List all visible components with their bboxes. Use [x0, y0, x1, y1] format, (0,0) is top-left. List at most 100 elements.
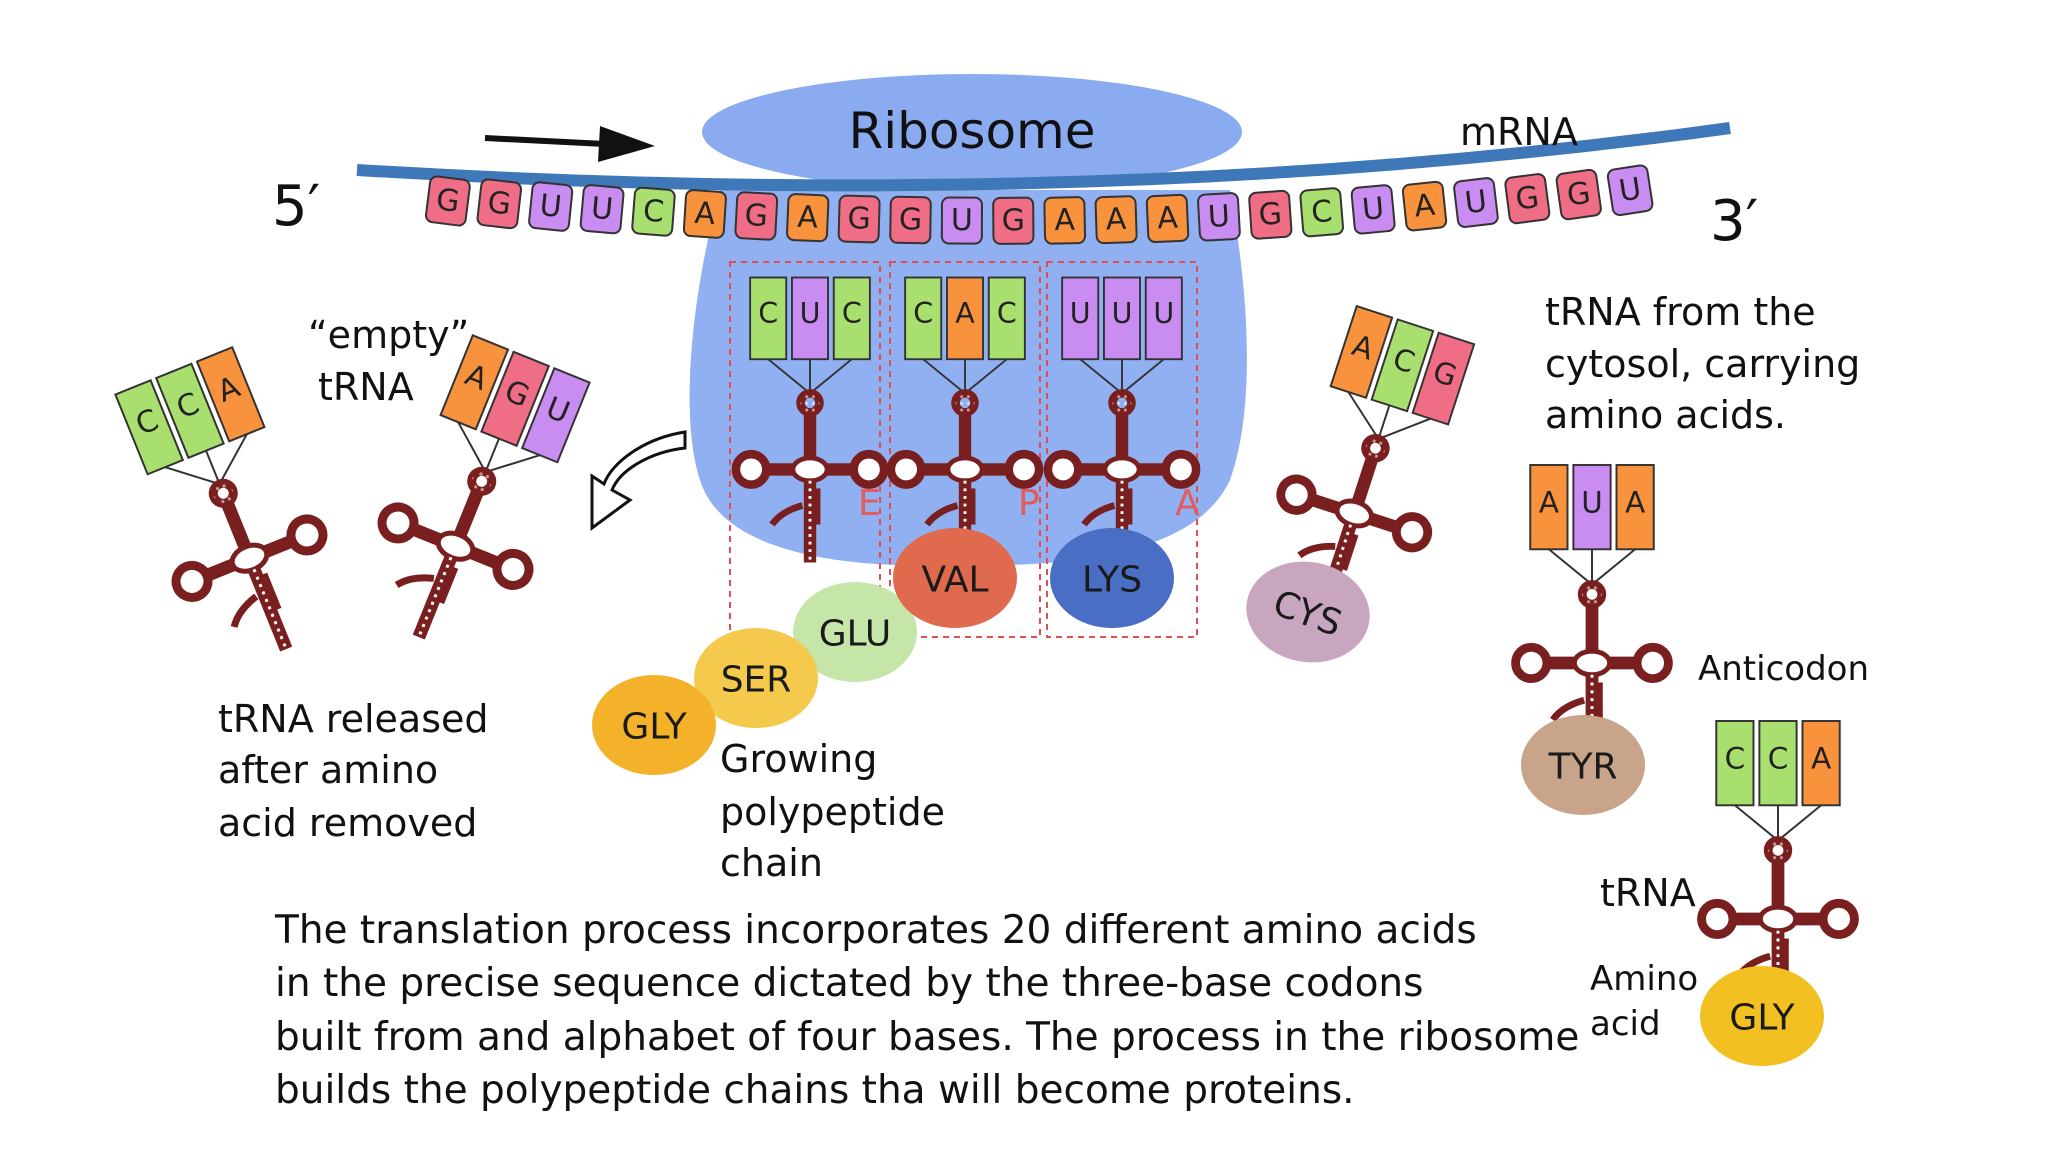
- amino-acid-ser: SER: [694, 628, 818, 728]
- mrna-base-letter: G: [744, 198, 769, 234]
- anticodon-base: [1329, 304, 1394, 400]
- cytosol-line-2: cytosol, carrying: [1545, 342, 1860, 386]
- mrna-base-letter: U: [538, 188, 563, 225]
- five-prime-label: 5′: [272, 174, 320, 239]
- caption: The translation process incorporates 20 …: [274, 908, 1579, 1113]
- mrna-base: G: [734, 191, 779, 241]
- amino-acid-label-2: acid: [1590, 1004, 1661, 1044]
- amino-acid-lys: LYS: [1050, 528, 1174, 628]
- release-arrow-icon: [590, 430, 687, 531]
- anticodon-base: [749, 276, 788, 361]
- amino-acid-tyr: TYR: [1521, 715, 1645, 815]
- ribosome-label: Ribosome: [848, 102, 1095, 160]
- mrna-base: A: [1401, 180, 1448, 232]
- mrna-base-letter: G: [1565, 176, 1593, 214]
- mrna-base: G: [837, 194, 881, 244]
- empty-trna-line-1: “empty”: [308, 313, 469, 357]
- mrna-base-letter: C: [642, 193, 666, 230]
- amino-acid-label: LYS: [1082, 560, 1142, 601]
- direction-arrow-icon: [484, 126, 655, 162]
- anticodon-letter: C: [842, 297, 862, 330]
- mrna-base-letter: A: [1105, 202, 1127, 238]
- mrna-base: G: [1504, 173, 1551, 225]
- released-label: tRNA released after amino acid removed: [218, 697, 489, 845]
- mrna-base-letter: G: [899, 202, 923, 237]
- anticodon-letter: U: [1070, 297, 1091, 330]
- growing-line-1: Growing: [720, 737, 877, 781]
- mrna-base: U: [940, 196, 983, 245]
- anticodon-base: [1102, 276, 1142, 361]
- growing-chain-label: Growing polypeptide chain: [720, 737, 945, 885]
- mrna-base: A: [786, 193, 830, 243]
- mrna-base-letter: G: [847, 201, 871, 237]
- mrna-base-letter: U: [1361, 191, 1386, 228]
- anticodon-base: [1144, 276, 1183, 361]
- anticodon-letter: C: [758, 297, 778, 330]
- site-box: [889, 261, 1041, 638]
- amino-acid-label: TYR: [1548, 747, 1618, 788]
- site-letter: P: [1018, 483, 1040, 524]
- mrna-base: U: [579, 184, 625, 235]
- anticodon-base: [1758, 720, 1798, 807]
- mrna-strand: [356, 122, 1731, 192]
- mrna-base-letter: G: [434, 182, 461, 220]
- mrna-base-letter: A: [1156, 201, 1179, 237]
- mrna-base: C: [1299, 187, 1344, 238]
- released-line-2: after amino: [218, 748, 438, 792]
- mrna-base: U: [1197, 192, 1241, 242]
- mrna-base: U: [1350, 184, 1396, 235]
- mrna-base: U: [1606, 164, 1654, 217]
- mrna-base-letter: U: [951, 203, 973, 238]
- released-line-1: tRNA released: [218, 697, 489, 741]
- amino-acid-label: GLY: [621, 707, 687, 748]
- mrna-base: C: [631, 186, 676, 237]
- mrna-base-letter: U: [590, 191, 615, 228]
- mrna-base: G: [476, 178, 523, 230]
- cytosol-trna-label: tRNA from the cytosol, carrying amino ac…: [1545, 290, 1860, 437]
- mrna-base-letter: G: [1002, 203, 1026, 238]
- amino-acid-label-1: Amino: [1590, 959, 1698, 999]
- amino-acid-label: VAL: [921, 560, 988, 601]
- mrna-label: mRNA: [1460, 110, 1578, 154]
- mrna-base: A: [1094, 195, 1138, 245]
- cytosol-line-1: tRNA from the: [1545, 290, 1816, 334]
- anticodon-label: Anticodon: [1698, 649, 1869, 689]
- amino-acid-glu: GLU: [793, 582, 917, 682]
- amino-acid-gly_chain: GLY: [592, 675, 716, 775]
- mrna-base: G: [1555, 168, 1602, 221]
- site-letter: E: [858, 483, 881, 524]
- mrna-base: G: [1248, 189, 1293, 240]
- anticodon-base: [832, 276, 871, 361]
- anticodon-base: [520, 366, 591, 464]
- mrna-base: U: [1453, 177, 1499, 228]
- anticodon-letter: A: [955, 297, 975, 330]
- anticodon-letter: C: [913, 297, 933, 330]
- anticodon-letter: A: [1625, 485, 1645, 519]
- anticodon-letter: C: [1725, 741, 1746, 775]
- anticodon-base: [1615, 464, 1655, 551]
- ribosome-small-subunit: [702, 74, 1242, 190]
- anticodon-letter: A: [1811, 741, 1831, 775]
- mrna-base-letter: A: [694, 196, 717, 232]
- amino-acid-label: GLY: [1729, 998, 1795, 1039]
- mrna-base: G: [424, 175, 471, 227]
- ribosome-sites: E P A: [729, 261, 1200, 638]
- mrna-base-letter: A: [1412, 188, 1437, 225]
- caption-line-1: The translation process incorporates 20 …: [274, 908, 1477, 953]
- anticodon-base: [1061, 276, 1100, 361]
- mrna-base: G: [992, 196, 1035, 245]
- anticodon-letter: U: [1581, 485, 1603, 519]
- mrna-base-letter: U: [1463, 184, 1489, 221]
- cytosol-line-3: amino acids.: [1545, 393, 1786, 437]
- mrna-base-letter: U: [1617, 171, 1644, 209]
